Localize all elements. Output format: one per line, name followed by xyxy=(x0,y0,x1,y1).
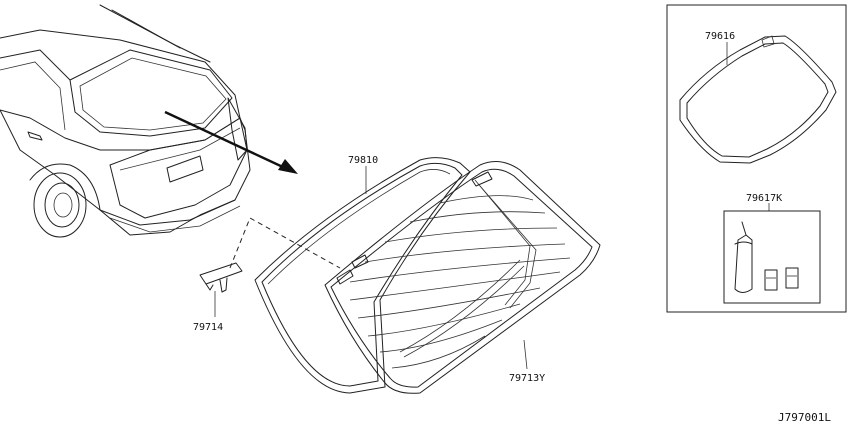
label-79713y: 79713Y xyxy=(509,373,545,384)
back-glass xyxy=(324,160,601,394)
label-79616: 79616 xyxy=(705,31,735,42)
label-79617k: 79617K xyxy=(746,193,782,204)
rear-window-moulding xyxy=(254,157,471,394)
diagram-code: J797001L xyxy=(778,411,831,424)
dam-rubber xyxy=(679,35,837,164)
primer-kit xyxy=(723,203,821,304)
label-79714: 79714 xyxy=(193,322,223,333)
leader-79713y xyxy=(523,339,528,370)
car-illustration xyxy=(0,4,251,238)
direction-arrow xyxy=(164,110,298,174)
label-79810: 79810 xyxy=(348,155,378,166)
moulding-clip xyxy=(199,217,341,293)
kit-box xyxy=(666,4,847,313)
